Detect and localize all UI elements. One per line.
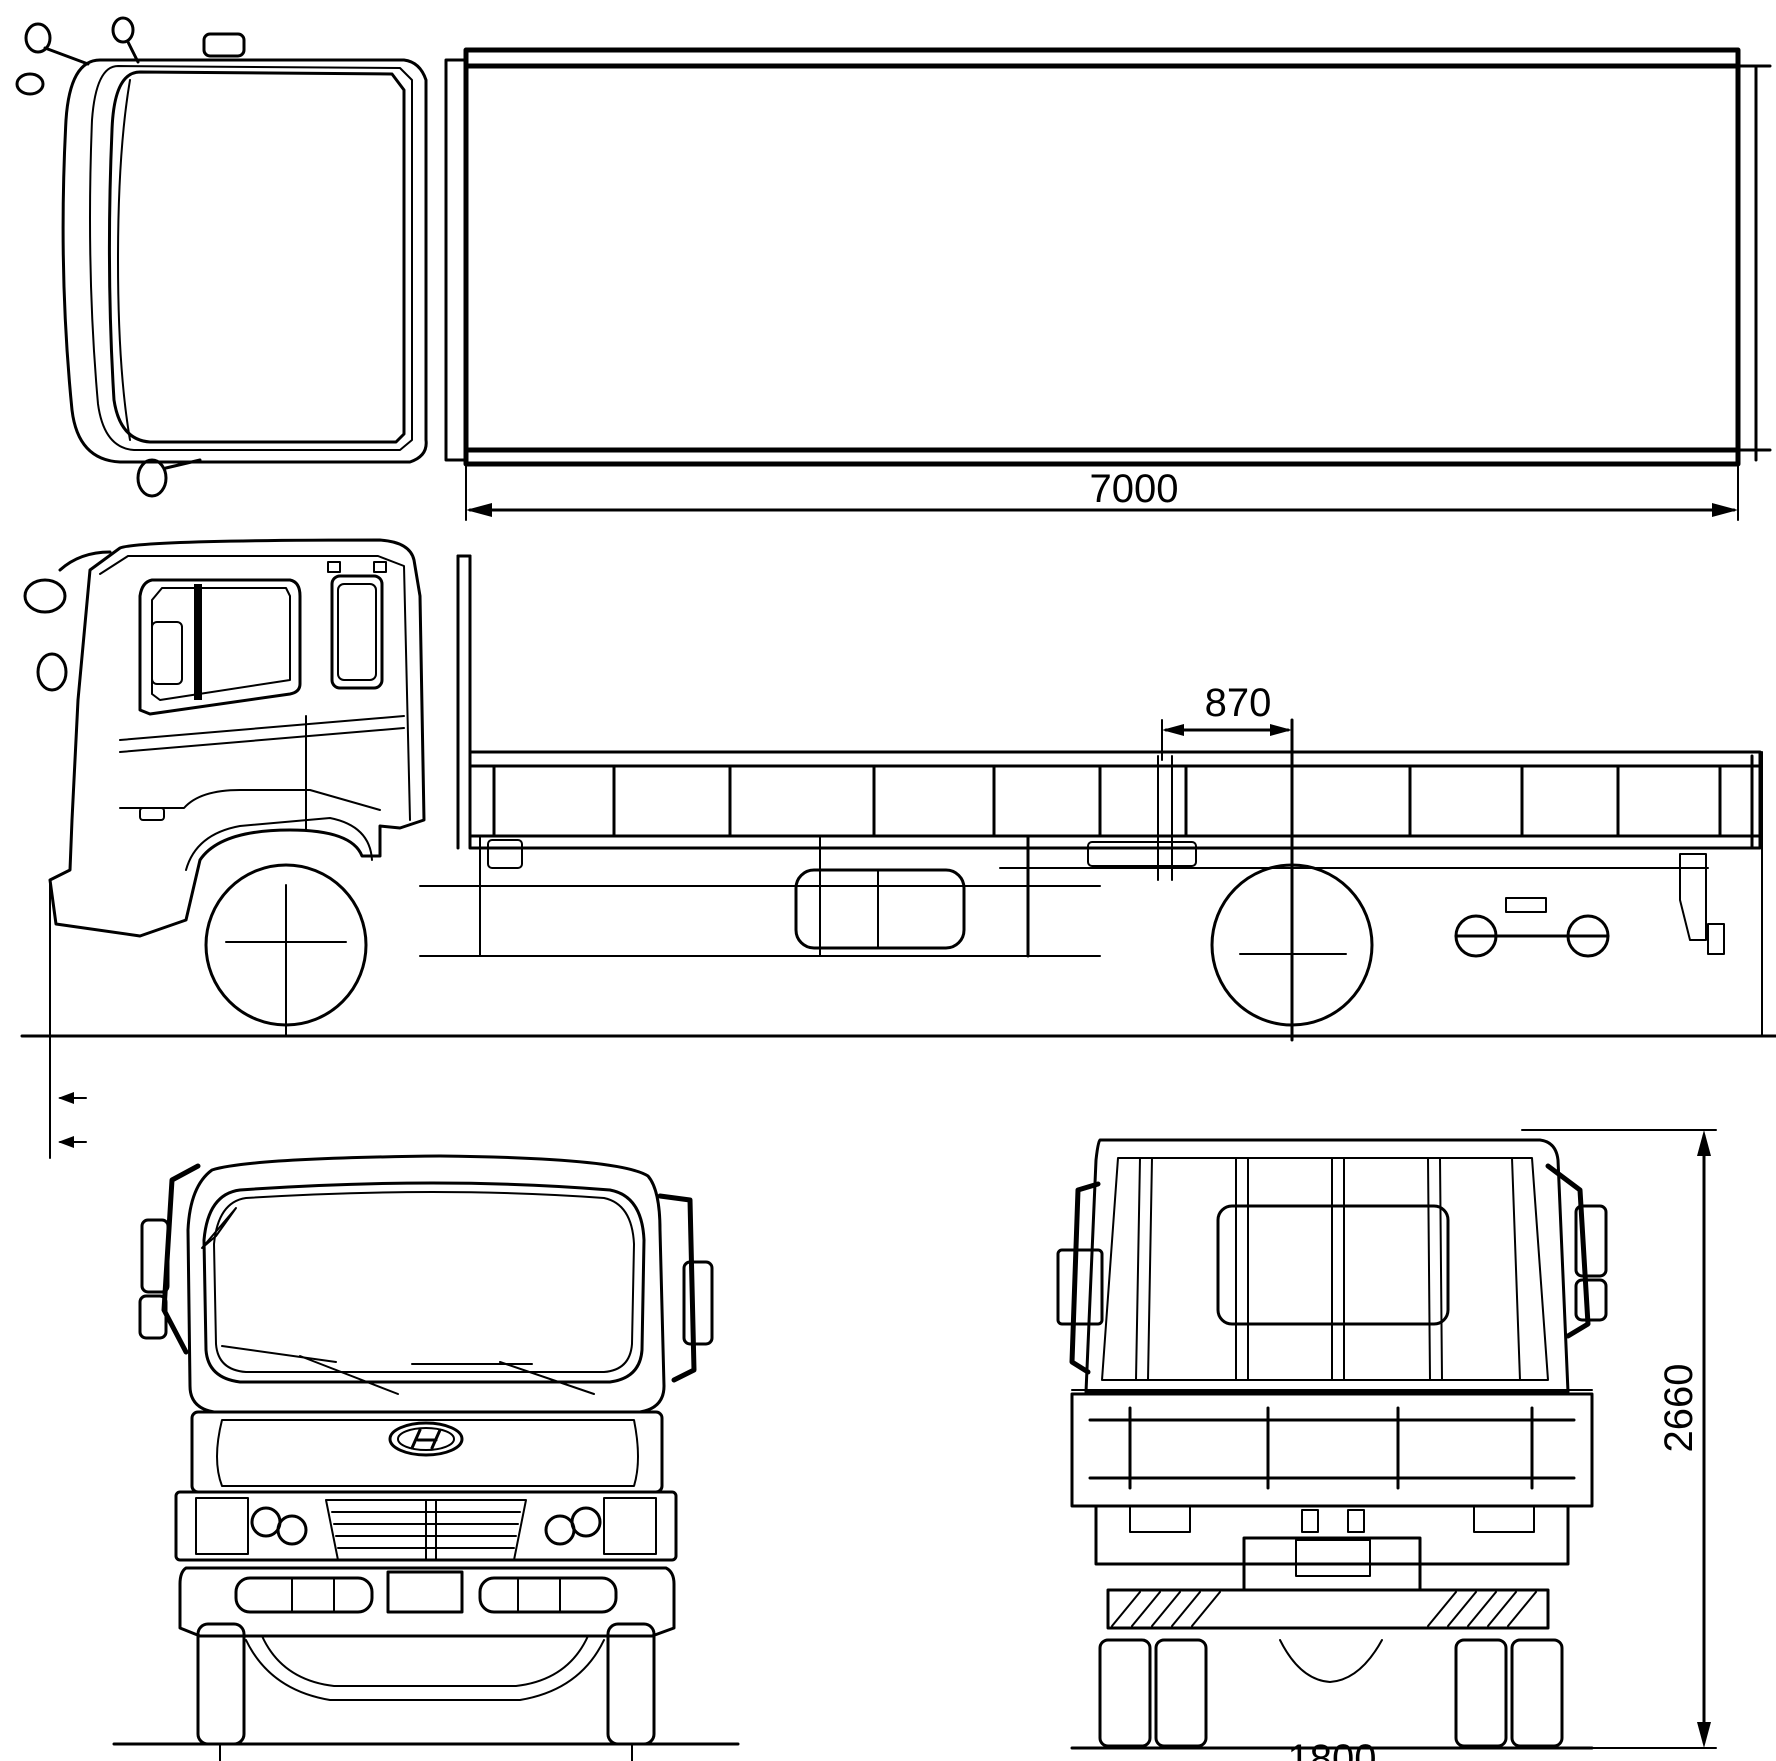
dim-track: 1800 — [1288, 1737, 1377, 1761]
front-tire-right — [606, 1622, 656, 1746]
side-rear-window — [330, 574, 384, 690]
front-windshield — [202, 1181, 646, 1384]
side-view: 870 — [20, 538, 1776, 1159]
rear-tailgate — [1070, 1392, 1594, 1508]
side-door-window — [138, 578, 302, 716]
rear-view: 2660 1800 — [1056, 1129, 1717, 1761]
dim-height: 2660 — [1657, 1364, 1701, 1453]
hyundai-logo — [388, 1421, 464, 1457]
dim-body-length: 7000 — [1090, 467, 1179, 511]
rear-cab — [1084, 1138, 1570, 1394]
side-cab — [48, 538, 426, 938]
top-cargo-bed — [463, 47, 1741, 467]
rear-tire-left-inner — [1154, 1638, 1208, 1748]
side-bed-rail — [468, 750, 1762, 850]
front-cab — [186, 1154, 666, 1414]
top-cab — [61, 58, 428, 464]
dim-overhang: 870 — [1205, 681, 1272, 725]
front-view — [112, 1154, 740, 1761]
front-bumper — [178, 1566, 676, 1638]
front-tire-left — [196, 1622, 246, 1746]
top-view: 7000 — [15, 16, 1772, 521]
rear-tire-right-outer — [1510, 1638, 1564, 1748]
rear-tire-right-inner — [1454, 1638, 1508, 1748]
rear-tire-left-outer — [1098, 1638, 1152, 1748]
top-mirror-left — [15, 16, 246, 96]
